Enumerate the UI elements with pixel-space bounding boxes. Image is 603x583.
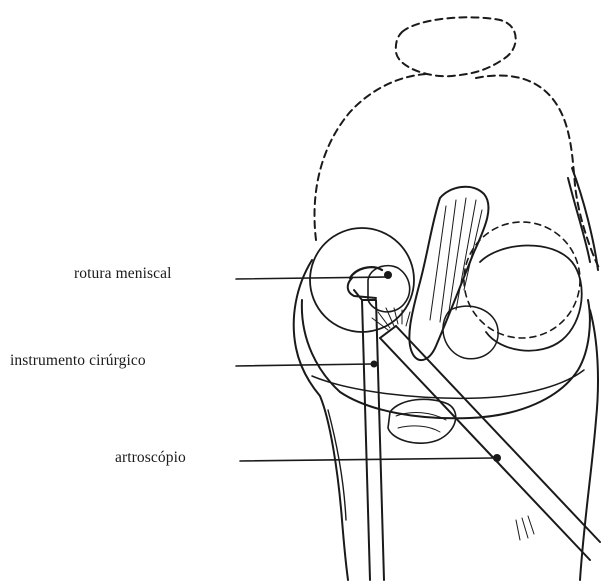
patella-outline xyxy=(396,17,516,76)
lateral-femoral-condyle xyxy=(464,222,580,338)
lateral-meniscus xyxy=(480,245,582,350)
central-lobe xyxy=(443,306,498,359)
label-arthroscope: artroscópio xyxy=(115,449,186,467)
tibia-hatching xyxy=(516,516,534,540)
leader-meniscal-tear xyxy=(236,277,386,279)
cruciate-ligament xyxy=(409,187,488,360)
femur-outline xyxy=(314,74,600,270)
tibial-plateau xyxy=(302,300,590,418)
fat-pad-lines xyxy=(396,413,446,432)
medial-contour-inner xyxy=(328,410,346,520)
lateral-contour xyxy=(580,310,598,580)
surgical-instrument xyxy=(354,290,384,580)
label-surgical-instrument: instrumento cirúrgico xyxy=(10,352,146,370)
ligament-fibers xyxy=(430,198,482,322)
instrument-tip xyxy=(348,278,376,298)
label-meniscal-tear: rotura meniscal xyxy=(74,265,171,283)
leader-surgical-instrument xyxy=(236,364,372,366)
tibial-plateau-rim xyxy=(312,370,584,398)
